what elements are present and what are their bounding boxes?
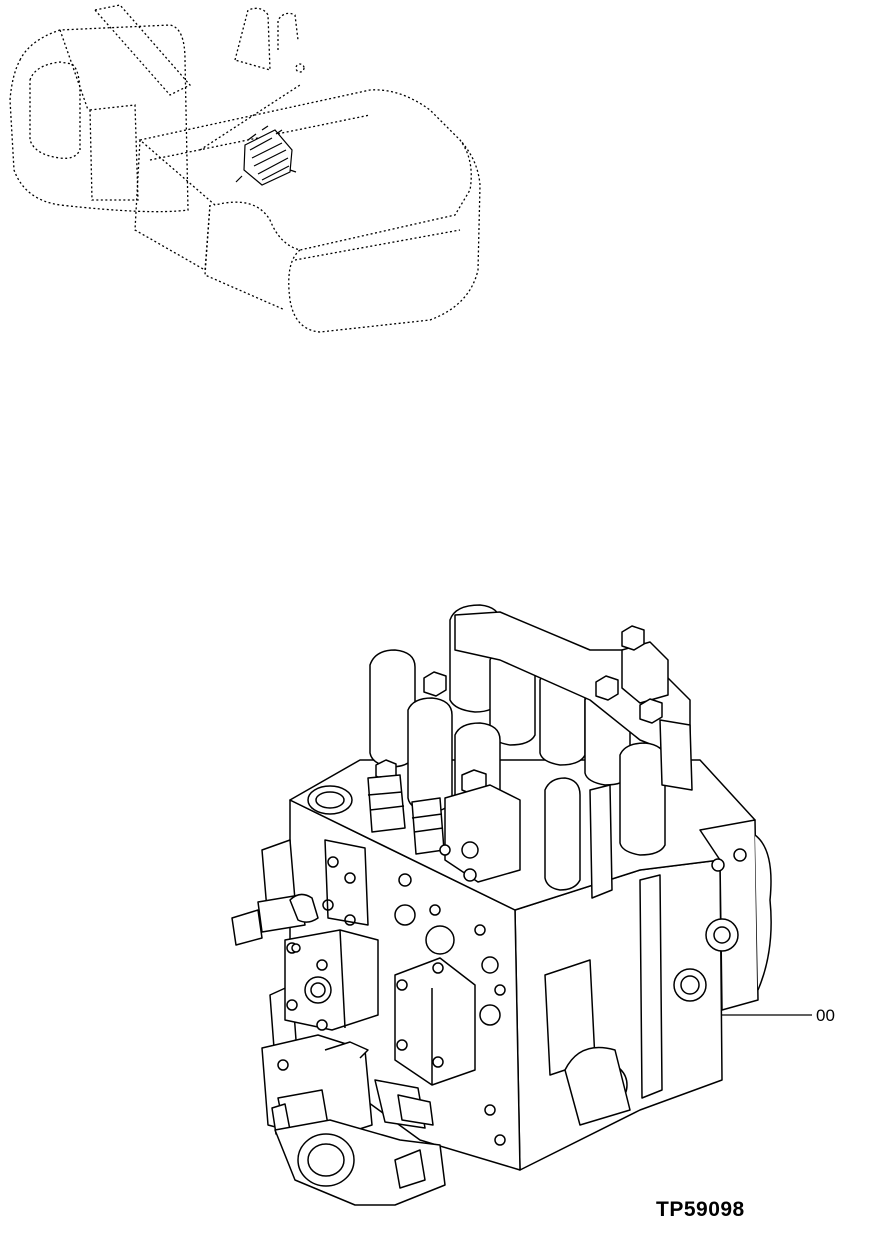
pressure-sensor-1-band — [367, 791, 405, 811]
bracket-right — [659, 719, 693, 791]
rail-line — [149, 114, 371, 161]
bottom-stub — [394, 1149, 426, 1189]
lower-manifold-bolt — [277, 1059, 289, 1071]
solenoid-front-port-3 — [439, 844, 451, 856]
solenoid-mid-bolt-4 — [432, 1056, 444, 1068]
solenoid-housing-right-2 — [589, 784, 613, 899]
end-cover-bolt-2 — [733, 848, 747, 862]
boom-outline — [93, 4, 192, 96]
solenoid-mid-bolt-3 — [396, 1039, 408, 1051]
solenoid-front-port-2 — [463, 868, 477, 882]
front-port-8 — [494, 984, 506, 996]
lower-manifold-step — [324, 1041, 369, 1059]
hex-nut-4 — [639, 698, 663, 724]
spool-cap-front-4 — [544, 777, 581, 891]
boom-hook — [277, 12, 299, 50]
solenoid-housing-right — [621, 641, 669, 704]
solenoid-block-mid — [394, 957, 476, 1086]
solenoid-mid-bolt-1 — [396, 979, 408, 991]
valve-location-marker — [235, 125, 297, 186]
lower-port-boss — [564, 1046, 631, 1126]
front-port-1 — [394, 904, 416, 926]
front-port-9 — [484, 1104, 496, 1116]
hex-nut-2 — [621, 625, 645, 651]
spool-cap-front-2 — [407, 697, 453, 813]
pressure-sensor-2 — [411, 797, 445, 855]
top-port-inner — [315, 791, 345, 809]
relief-valve-right-nut — [397, 1094, 434, 1126]
fuel-cap — [295, 63, 305, 73]
body-side — [134, 139, 211, 272]
solenoid-left-bolt-2 — [316, 959, 328, 971]
front-port-6 — [429, 904, 441, 916]
side-channel — [639, 874, 663, 1099]
spool-cap-front-5 — [619, 742, 666, 856]
cab-outline — [9, 24, 189, 213]
front-port-2 — [425, 925, 455, 955]
drawing-number: TP59098 — [656, 1198, 745, 1221]
front-port-7 — [474, 924, 486, 936]
cab-edge — [59, 29, 89, 111]
end-cover-right — [699, 819, 759, 1011]
face-bolt-5 — [291, 943, 301, 953]
valve-body-right — [514, 859, 723, 1171]
bottom-cap-inner — [307, 1143, 345, 1177]
callout: 00 — [722, 1006, 835, 1025]
pilot-fitting-nut — [231, 909, 263, 946]
solenoid-left-port-inner — [310, 982, 326, 998]
boom-post — [234, 7, 271, 71]
counterweight — [288, 139, 481, 333]
face-plate-left — [324, 839, 369, 926]
body-top — [138, 89, 472, 251]
pilot-fitting-elbow — [289, 893, 319, 923]
front-port-5 — [398, 873, 412, 887]
flange-port-inner — [680, 975, 700, 995]
solenoid-left-bolt-4 — [316, 1019, 328, 1031]
hex-nut-1 — [423, 671, 447, 697]
hex-nut-3 — [595, 675, 619, 701]
pressure-sensor-1 — [367, 774, 406, 833]
solenoid-block-front — [444, 784, 521, 883]
face-bolt-1 — [327, 856, 339, 868]
solenoid-left-bolt-3 — [286, 999, 298, 1011]
solenoid-mid-bolt-2 — [432, 962, 444, 974]
callout-label: 00 — [816, 1006, 835, 1025]
excavator-overview — [9, 4, 481, 333]
front-port-10 — [494, 1134, 506, 1146]
front-port-3 — [481, 956, 499, 974]
control-valve-assembly — [231, 604, 772, 1206]
face-bolt-2 — [344, 872, 356, 884]
end-cover-plug-inner — [713, 926, 731, 944]
counterweight-band — [294, 229, 461, 261]
cab-window-side — [89, 104, 139, 201]
rail-line-2 — [199, 84, 301, 151]
pressure-sensor-2-band — [411, 813, 444, 833]
end-cover-bulge — [754, 834, 772, 991]
end-cover-bolt — [711, 858, 725, 872]
solenoid-block-left-face — [339, 929, 346, 1029]
front-port-4 — [479, 1004, 501, 1026]
engine-hood — [204, 204, 286, 311]
solenoid-front-port-1 — [461, 841, 479, 859]
cab-window-front — [29, 61, 81, 159]
face-bolt-4 — [344, 914, 356, 926]
